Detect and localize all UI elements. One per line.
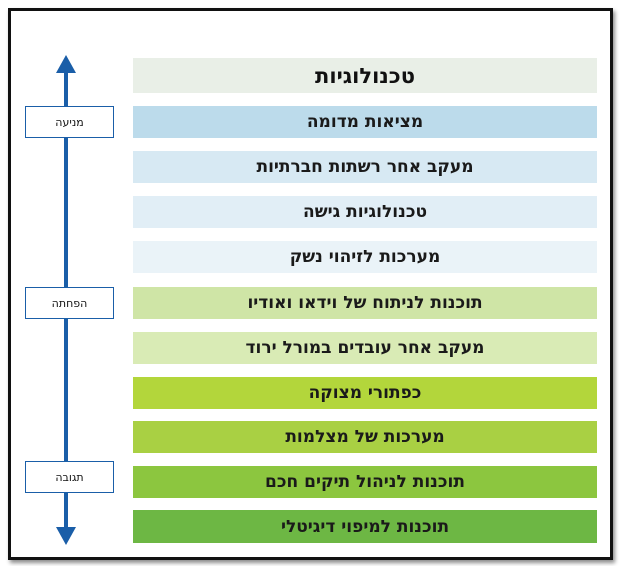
stage-response: תגובה: [25, 461, 114, 493]
stage-prevention: מניעה: [25, 106, 114, 138]
list-item-digital-mapping: תוכנות למיפוי דיגיטלי: [133, 510, 597, 543]
arrow-down-icon: [56, 527, 76, 545]
list-item-camera-systems: מערכות של מצלמות: [133, 421, 597, 453]
list-item-access-tech: טכנולוגיות גישה: [133, 196, 597, 228]
arrow-up-icon: [56, 55, 76, 73]
list-item-weapon-detection: מערכות לזיהוי נשק: [133, 241, 597, 273]
list-item-video-audio-analysis: תוכנות לניתוח של וידאו ואודיו: [133, 287, 597, 319]
list-item-case-management: תוכנות לניהול תיקים חכם: [133, 466, 597, 498]
stage-mitigation: הפחתה: [25, 287, 114, 319]
table-title: טכנולוגיות: [133, 58, 597, 93]
list-item-panic-buttons: כפתורי מצוקה: [133, 377, 597, 409]
list-item-virtual-reality: מציאות מדומה: [133, 106, 597, 138]
list-item-employee-monitoring: מעקב אחר עובדים במורל ירוד: [133, 332, 597, 364]
list-item-social-monitoring: מעקב אחר רשתות חברתיות: [133, 151, 597, 183]
